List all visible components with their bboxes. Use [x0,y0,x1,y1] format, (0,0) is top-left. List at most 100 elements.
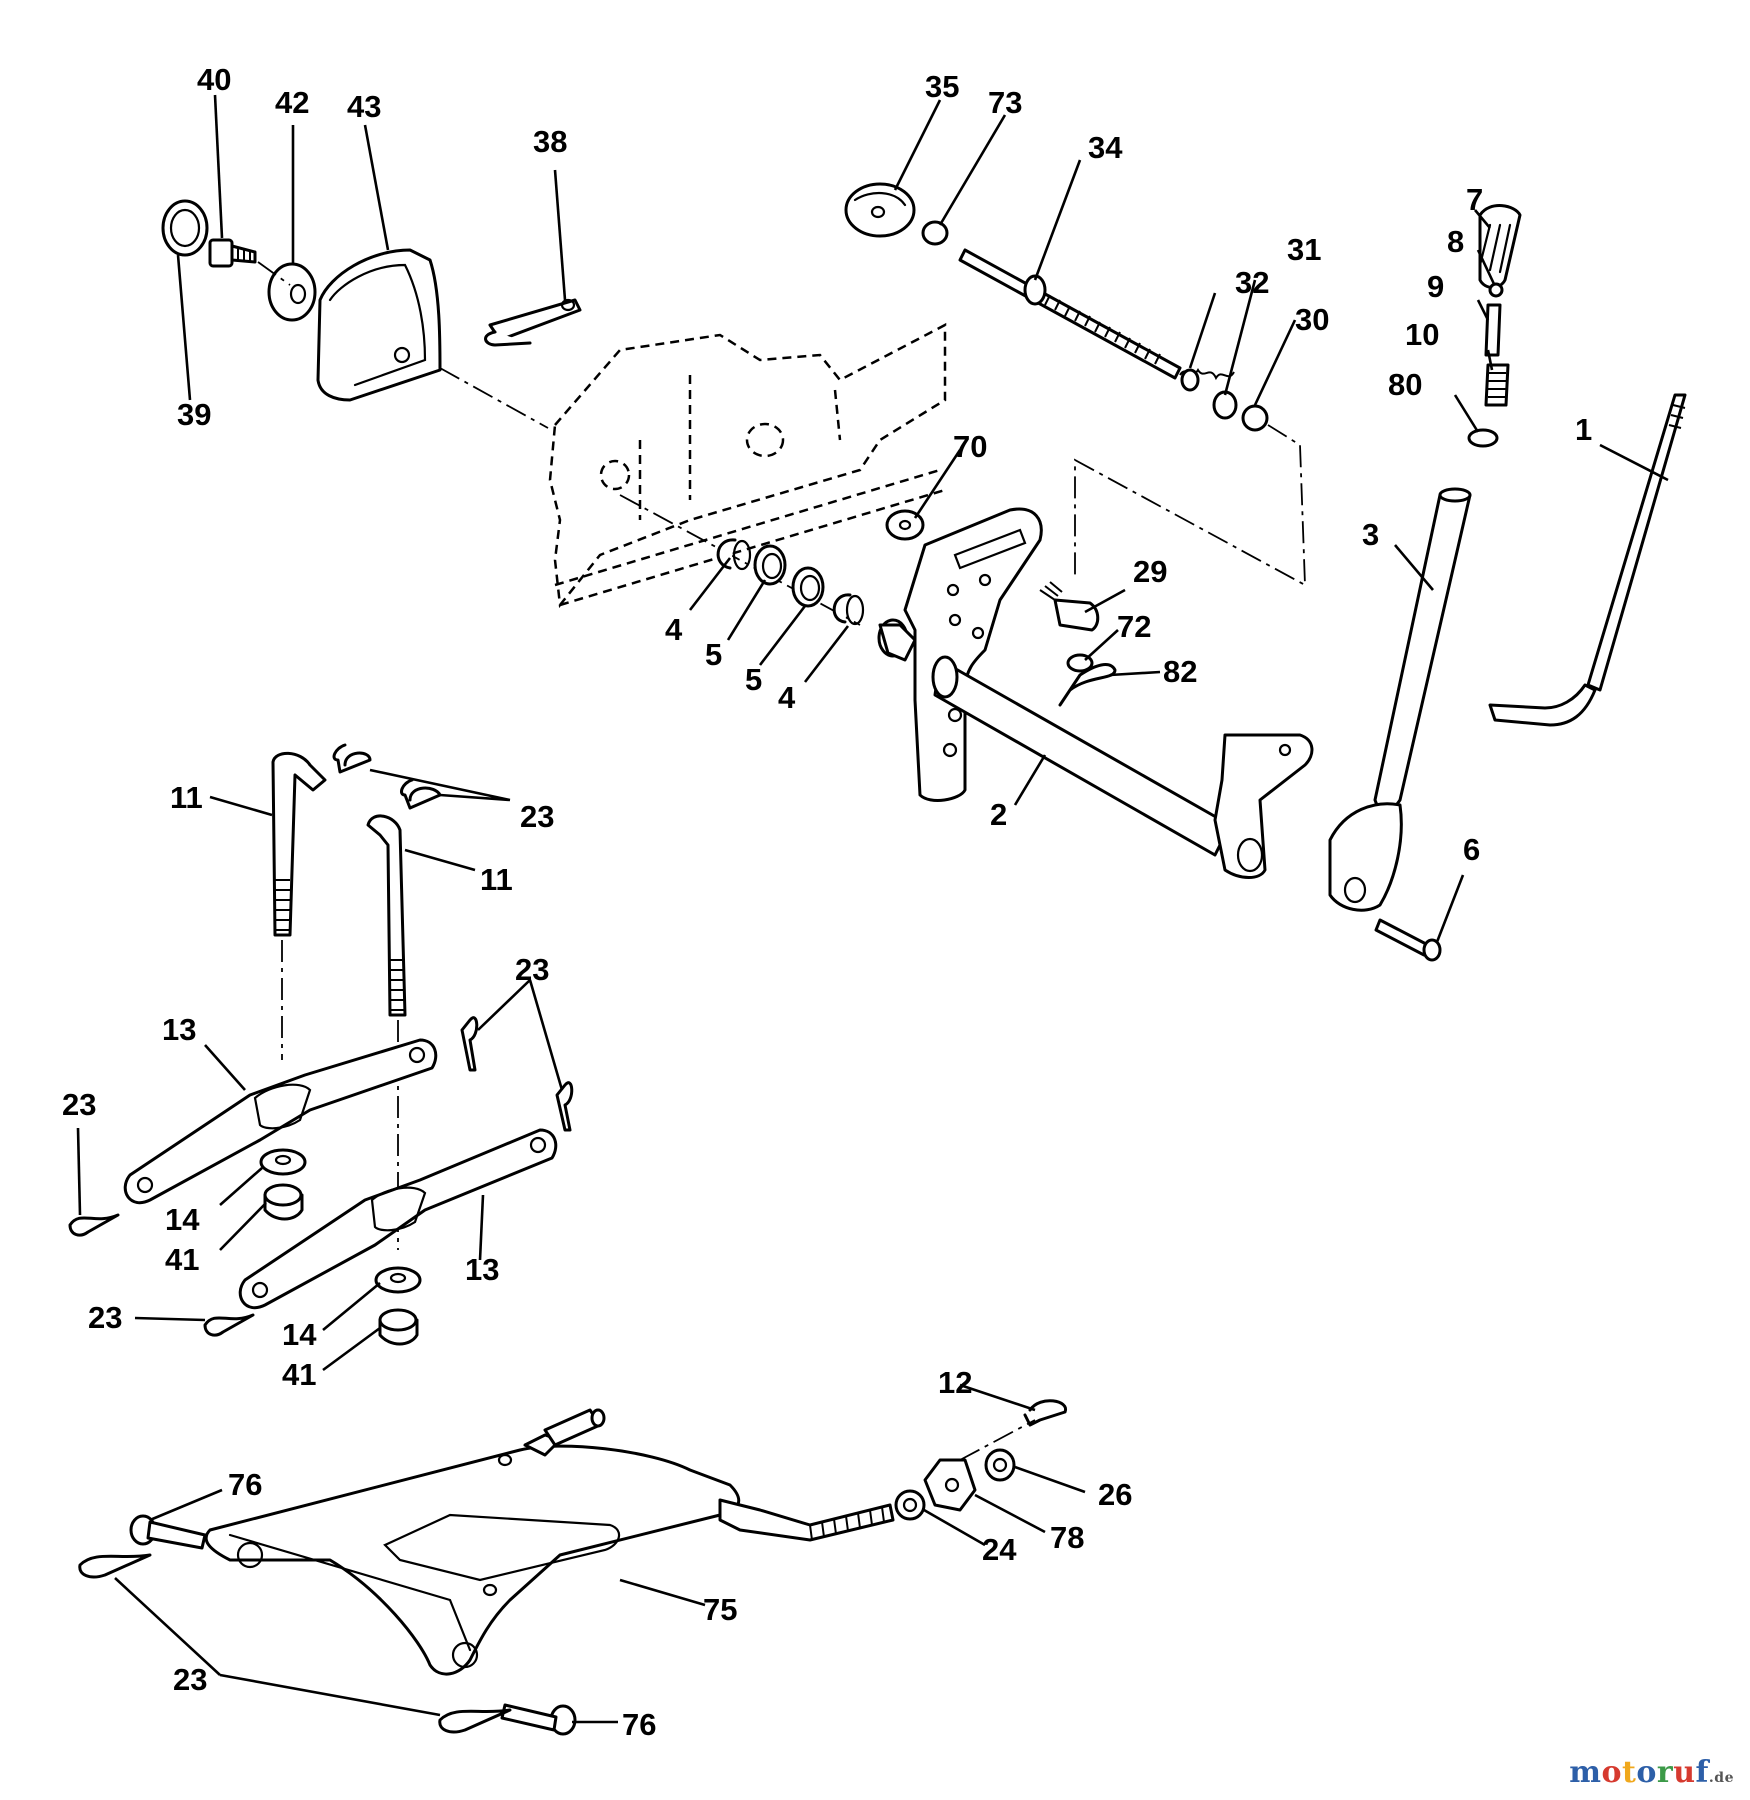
callout-3: 3 [1362,517,1379,552]
part-12-hairpin [1023,1399,1067,1427]
part-39-ring [161,199,209,257]
callout-35: 35 [925,69,959,104]
leader-lines [76,94,1669,1724]
part-76-bolt-b [500,1703,577,1736]
part-23-pin-g [78,1553,152,1579]
callout-9: 9 [1427,269,1444,304]
callout-10: 10 [1405,317,1439,352]
part-35-knob [844,182,916,238]
part-1-rod [1488,393,1687,727]
watermark-letter: u [1673,1755,1696,1790]
part-23-pin-c [460,1016,479,1072]
part-78-block [923,1458,977,1512]
part-8-ball [1488,282,1504,298]
callout-73: 73 [988,85,1022,120]
callout-23-c: 23 [62,1087,96,1122]
callout-4-a: 4 [665,612,683,647]
callout-24: 24 [982,1532,1017,1567]
callout-numbers: 40 42 43 39 38 35 73 34 31 32 30 7 8 9 1… [62,62,1592,1742]
axis-hanger-pin [959,1419,1036,1461]
part-13-lift-link-b [238,1128,558,1310]
part-23-pin-e [68,1213,120,1237]
watermark-letter: m [1569,1755,1602,1790]
callout-26: 26 [1098,1477,1132,1512]
callout-11-b: 11 [480,862,513,897]
callout-23-d: 23 [88,1300,122,1335]
part-5-washer-b [791,566,825,608]
part-80-washer [1467,428,1499,448]
part-4-eclip-b [832,593,865,626]
callout-13-a: 13 [162,1012,196,1047]
part-30-nut [1241,404,1269,432]
callout-7: 7 [1466,182,1483,217]
part-5-washer-a [753,544,787,586]
watermark-letter: r [1656,1755,1674,1790]
part-3-lever [1328,487,1472,912]
watermark-letter: o [1601,1755,1623,1790]
callout-76-b: 76 [622,1707,656,1742]
callout-23-a: 23 [520,799,554,834]
callout-82: 82 [1163,654,1197,689]
callout-5-b: 5 [745,662,762,697]
part-76-bolt-a [129,1514,207,1550]
part-82-hairpin [1058,663,1117,707]
part-43-knob-cover [316,248,442,402]
callout-41-b: 41 [282,1357,316,1392]
callout-38: 38 [533,124,567,159]
callout-42: 42 [275,85,309,120]
site-watermark: motoruf.de [1569,1755,1734,1790]
axis-throttle [1074,424,1306,587]
callout-23-e: 23 [173,1662,207,1697]
part-41-nut-b [378,1308,419,1346]
watermark-suffix: .de [1708,1770,1734,1786]
callout-32: 32 [1235,265,1269,300]
part-14-washer-b [374,1266,422,1294]
watermark-letter: o [1636,1755,1657,1790]
axis-shaft-clips [619,494,861,626]
callout-14-a: 14 [165,1202,200,1237]
part-10-spring [1484,363,1510,407]
callout-75: 75 [703,1592,737,1627]
callout-30: 30 [1295,302,1329,337]
part-23-pin-h [438,1708,512,1734]
part-38-clip [484,298,582,347]
part-29-stud [1039,581,1100,632]
part-4-eclip-a [716,538,752,571]
callout-14-b: 14 [282,1317,317,1352]
callout-23-b: 23 [515,952,549,987]
part-73-nut [921,220,949,246]
part-70-bolt [885,509,925,541]
callout-11-a: 11 [170,780,203,815]
callout-4-b: 4 [778,680,796,715]
part-23-pin-d [555,1081,574,1132]
callout-43: 43 [347,89,381,124]
callout-72: 72 [1117,609,1151,644]
part-2-lift-shaft [877,507,1314,879]
callout-13-b: 13 [465,1252,499,1287]
callout-39: 39 [177,397,211,432]
part-11-link-b [366,814,407,1017]
part-41-nut-a [263,1183,304,1221]
watermark-letter: f [1695,1755,1709,1790]
part-24-nut [894,1489,926,1521]
part-14-washer-a [259,1148,307,1176]
callout-34: 34 [1088,130,1123,165]
part-31-washer [1212,390,1238,420]
frame-hidden-outline [548,322,947,609]
axis-40 [257,261,291,286]
callout-5-a: 5 [705,637,722,672]
part-40-bolt [208,238,257,268]
axis-43-frame [439,367,549,429]
callout-29: 29 [1133,554,1167,589]
callout-70: 70 [953,429,987,464]
callout-1: 1 [1575,412,1592,447]
part-6-bolt [1374,918,1442,962]
callout-12: 12 [938,1365,972,1400]
part-9-pin [1484,303,1502,357]
part-42-washer [267,262,317,322]
part-23-pin-a [332,743,372,774]
watermark-letter: t [1622,1755,1637,1790]
callout-40: 40 [197,62,231,97]
callout-41-a: 41 [165,1242,199,1277]
callout-78: 78 [1050,1520,1084,1555]
